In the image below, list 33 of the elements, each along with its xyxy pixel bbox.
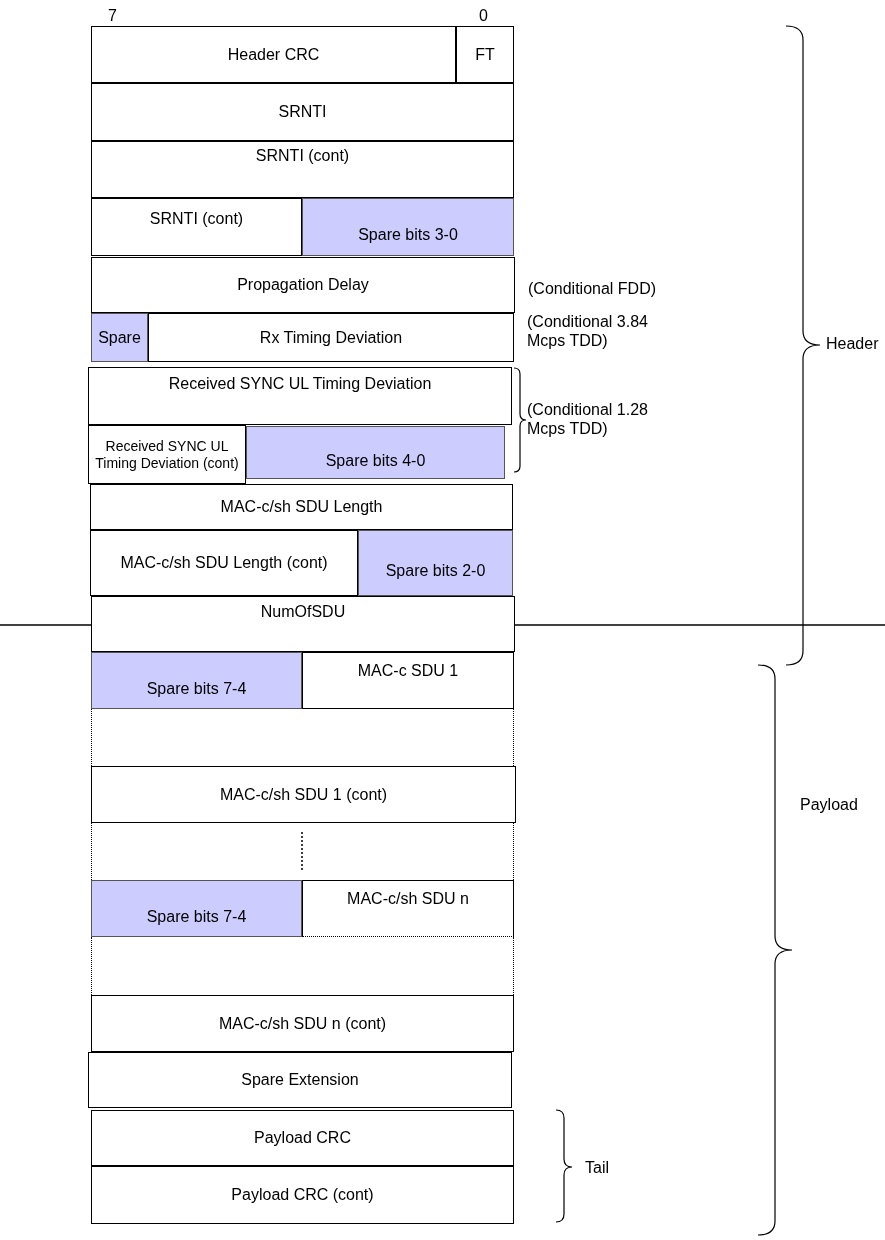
bit-number: 7 [108, 6, 118, 26]
frame-field: MAC-c/sh SDU 1 (cont) [91, 766, 516, 823]
frame-field: NumOfSDU [91, 596, 515, 652]
frame-field: MAC-c/sh SDU n [302, 880, 514, 937]
section-label: Tail [585, 1158, 610, 1178]
frame-field: SRNTI [91, 83, 514, 141]
spare-field: Spare bits 2-0 [358, 530, 513, 596]
condition-note: (Conditional 1.28 Mcps TDD) [527, 400, 649, 439]
frame-field: Header CRC [91, 26, 456, 83]
frame-field: Payload CRC [91, 1110, 514, 1166]
frame-field: SRNTI (cont) [91, 141, 514, 198]
spare-field: Spare bits 4-0 [246, 426, 505, 479]
spare-field: Spare [91, 313, 148, 362]
spare-field: Spare bits 7-4 [91, 652, 302, 709]
frame-field: MAC-c/sh SDU Length [90, 484, 513, 530]
frame-field: MAC-c/sh SDU Length (cont) [90, 530, 358, 596]
frame-field: FT [456, 26, 514, 83]
frame-field: Propagation Delay [91, 257, 515, 313]
frame-field: Payload CRC (cont) [91, 1166, 514, 1224]
spare-field: Spare bits 7-4 [91, 880, 302, 937]
frame-field: Received SYNC UL Timing Deviation [88, 367, 512, 425]
frame-field: Received SYNC UL Timing Deviation (cont) [88, 425, 246, 484]
spare-field: Spare bits 3-0 [302, 198, 514, 256]
bit-number: 0 [479, 6, 489, 26]
frame-field: SRNTI (cont) [91, 198, 302, 256]
condition-note: (Conditional 3.84 Mcps TDD) [527, 312, 649, 351]
frame-field: Spare Extension [88, 1052, 512, 1108]
frame-field: MAC-c/sh SDU n (cont) [91, 995, 514, 1052]
section-label: Header [826, 334, 880, 354]
condition-note: (Conditional FDD) [528, 279, 658, 299]
section-label: Payload [800, 795, 859, 815]
frame-field: MAC-c SDU 1 [302, 652, 514, 709]
frame-field: Rx Timing Deviation [148, 313, 514, 362]
